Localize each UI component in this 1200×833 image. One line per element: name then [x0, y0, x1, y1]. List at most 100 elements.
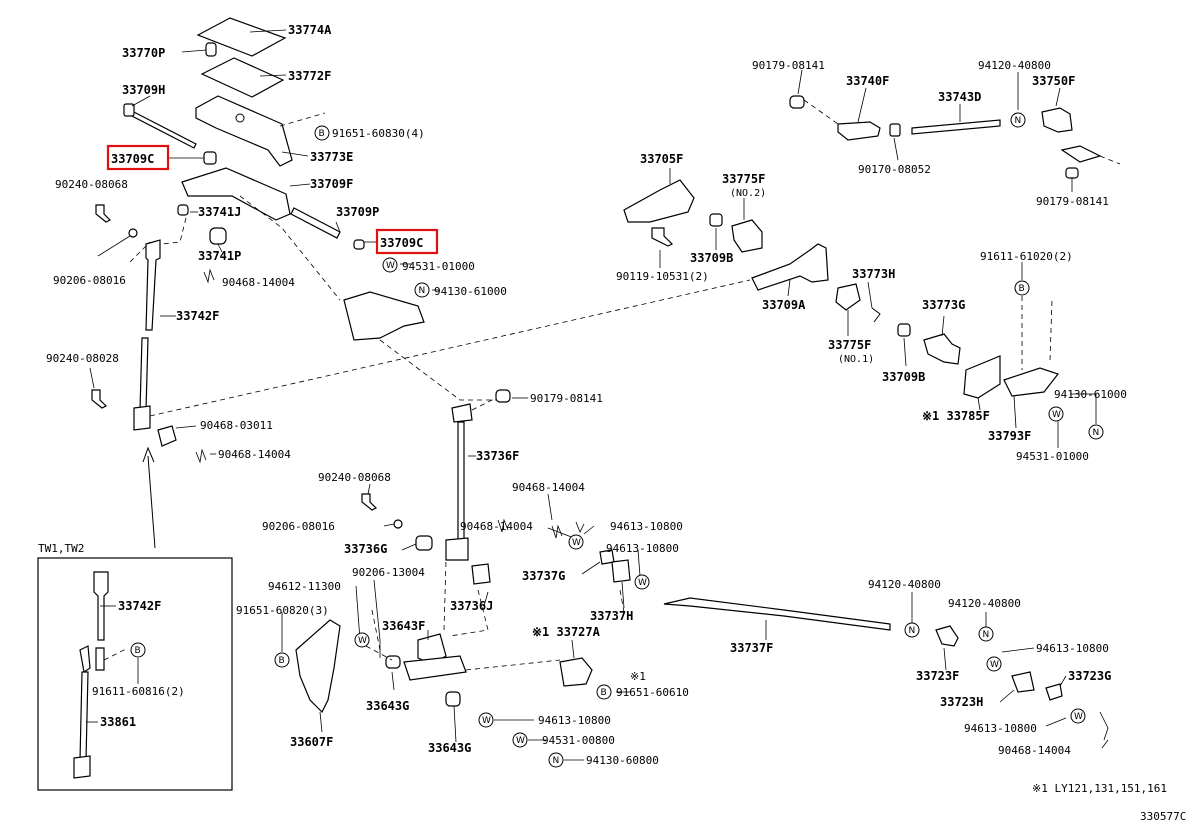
part-label[interactable]: 33861 — [100, 715, 136, 729]
part-label[interactable]: 33607F — [290, 735, 333, 749]
part-label[interactable]: (NO.2) — [730, 188, 766, 199]
part-label[interactable]: 94612-11300 — [268, 580, 341, 593]
part-label[interactable]: 91611-61020(2) — [980, 250, 1073, 263]
part-label[interactable]: 33709A — [762, 298, 806, 312]
part-label[interactable]: 33773H — [852, 267, 895, 281]
part-label[interactable]: 33775F — [722, 172, 765, 186]
part-label[interactable]: 33709H — [122, 83, 165, 97]
part-label[interactable]: 94613-10800 — [610, 520, 683, 533]
part-label[interactable]: 33793F — [988, 429, 1031, 443]
part-label[interactable]: 94130-61000 — [1054, 388, 1127, 401]
part-label[interactable]: 33643F — [382, 619, 425, 633]
part-label[interactable]: 90240-08028 — [46, 352, 119, 365]
svg-text:B: B — [135, 646, 141, 656]
part-label[interactable]: ※1 33785F — [922, 409, 990, 423]
bolt-90240-08068-shape — [95, 204, 112, 223]
part-label[interactable]: 91651-60610 — [616, 686, 689, 699]
part-label[interactable]: 94130-61000 — [434, 285, 507, 298]
part-label[interactable]: 33742F — [176, 309, 219, 323]
part-label-highlighted[interactable]: 33709C — [111, 152, 154, 166]
part-label[interactable]: 33709B — [882, 370, 925, 384]
part-label[interactable]: 94613-10800 — [1036, 642, 1109, 655]
w-symbol: W — [568, 534, 584, 550]
part-label[interactable]: 33743D — [938, 90, 981, 104]
part-label[interactable]: 94120-40800 — [868, 578, 941, 591]
part-label[interactable]: 33723F — [916, 669, 959, 683]
part-label[interactable]: 94531-01000 — [402, 260, 475, 273]
part-label[interactable]: 33709B — [690, 251, 733, 265]
part-label[interactable]: 94613-10800 — [964, 722, 1037, 735]
part-label[interactable]: 33741P — [198, 249, 241, 263]
w-symbol: W — [634, 574, 650, 590]
part-label[interactable]: 33723G — [1068, 669, 1111, 683]
part-label[interactable]: 33709P — [336, 205, 379, 219]
rod-33743D-shape — [911, 119, 1001, 135]
svg-text:W: W — [516, 736, 525, 746]
highlight-box — [375, 228, 439, 255]
part-label[interactable]: 33723H — [940, 695, 983, 709]
part-label[interactable]: 33774A — [288, 23, 332, 37]
part-label[interactable]: 33770P — [122, 46, 165, 60]
part-label[interactable]: 33709F — [310, 177, 353, 191]
svg-text:W: W — [572, 538, 581, 548]
w-symbol: W — [1048, 406, 1064, 422]
part-label[interactable]: 90468-14004 — [512, 481, 585, 494]
part-label-highlighted[interactable]: 33709C — [380, 236, 423, 250]
part-label[interactable]: 90206-13004 — [352, 566, 425, 579]
b-symbol: B — [314, 125, 330, 141]
rod-33736F-shape — [451, 403, 473, 423]
part-label[interactable]: 33737H — [590, 609, 633, 623]
leader-lines — [86, 29, 1109, 761]
part-label[interactable]: 90179-08141 — [530, 392, 603, 405]
w-symbol: W — [478, 712, 494, 728]
part-label[interactable]: 33705F — [640, 152, 683, 166]
part-label[interactable]: 33773E — [310, 150, 353, 164]
part-label[interactable]: 94531-00800 — [542, 734, 615, 747]
svg-text:B: B — [1019, 284, 1025, 294]
part-label[interactable]: 94120-40800 — [978, 59, 1051, 72]
part-label[interactable]: 33742F — [118, 599, 161, 613]
part-label[interactable]: 90179-08141 — [752, 59, 825, 72]
part-label[interactable]: 33750F — [1032, 74, 1075, 88]
part-label[interactable]: (NO.1) — [838, 354, 874, 365]
part-label[interactable]: 33643G — [366, 699, 409, 713]
part-label[interactable]: 90179-08141 — [1036, 195, 1109, 208]
part-label[interactable]: 33643G — [428, 741, 471, 755]
part-label[interactable]: 90206-08016 — [262, 520, 335, 533]
part-label[interactable]: 90119-10531(2) — [616, 270, 709, 283]
part-label[interactable]: 90468-14004 — [218, 448, 291, 461]
part-33741P-shape — [209, 227, 227, 245]
part-label[interactable]: 33740F — [846, 74, 889, 88]
part-label[interactable]: 94613-10800 — [538, 714, 611, 727]
part-label[interactable]: 33736G — [344, 542, 387, 556]
part-label[interactable]: 33773G — [922, 298, 965, 312]
rod-33737F-shape — [663, 597, 891, 631]
part-label[interactable]: ※1 33727A — [532, 625, 601, 639]
symbol-markers: B W N N B W N W W W N N B W B W W W N B — [130, 112, 1104, 768]
part-label[interactable]: 91611-60816(2) — [92, 685, 185, 698]
part-label[interactable]: 33736J — [450, 599, 493, 613]
part-label[interactable]: ※1 — [630, 670, 646, 683]
part-label[interactable]: 90206-08016 — [53, 274, 126, 287]
part-label[interactable]: 33741J — [198, 205, 241, 219]
part-label[interactable]: 33772F — [288, 69, 331, 83]
part-label[interactable]: 33737G — [522, 569, 565, 583]
part-label[interactable]: 90468-14004 — [998, 744, 1071, 757]
part-label[interactable]: 90468-14004 — [222, 276, 295, 289]
part-label[interactable]: 94120-40800 — [948, 597, 1021, 610]
part-label[interactable]: 91651-60820(3) — [236, 604, 329, 617]
part-label[interactable]: 90170-08052 — [858, 163, 931, 176]
part-label[interactable]: 33775F — [828, 338, 871, 352]
part-label[interactable]: 91651-60830(4) — [332, 127, 425, 140]
part-label[interactable]: 94613-10800 — [606, 542, 679, 555]
bracket-mid-shape — [343, 291, 425, 341]
part-label[interactable]: 90468-03011 — [200, 419, 273, 432]
part-label[interactable]: 33736F — [476, 449, 519, 463]
part-label[interactable]: 90240-08068 — [318, 471, 391, 484]
part-label[interactable]: 94130-60800 — [586, 754, 659, 767]
bush-33736G-shape — [415, 535, 433, 551]
part-label[interactable]: 94531-01000 — [1016, 450, 1089, 463]
part-label[interactable]: 33737F — [730, 641, 773, 655]
part-label[interactable]: 90240-08068 — [55, 178, 128, 191]
part-label[interactable]: 90468-14004 — [460, 520, 533, 533]
